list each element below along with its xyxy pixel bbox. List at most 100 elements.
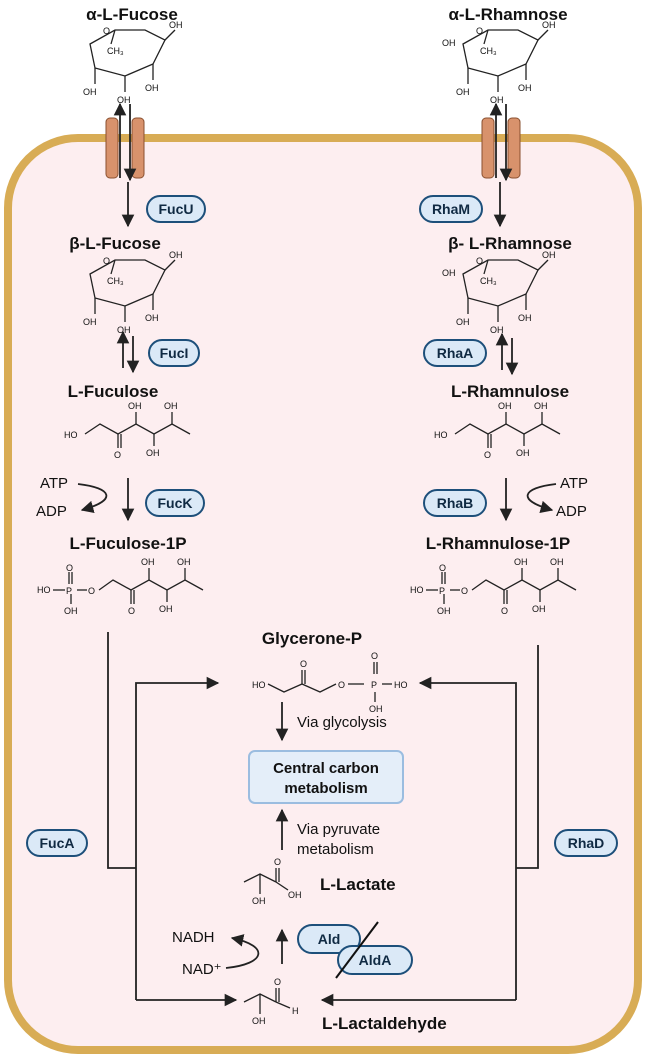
svg-text:O: O — [66, 563, 73, 573]
fuck-adp-label: ADP — [36, 503, 67, 520]
rhaa-enzyme: RhaA — [423, 339, 487, 367]
svg-text:OH: OH — [456, 87, 470, 97]
svg-text:OH: OH — [117, 325, 131, 335]
rhab-atp-label: ATP — [560, 475, 588, 492]
svg-text:OH: OH — [456, 317, 470, 327]
cell-membrane — [4, 134, 642, 1054]
fuci-enzyme: FucI — [148, 339, 200, 367]
svg-text:OH: OH — [83, 87, 97, 97]
svg-text:O: O — [274, 857, 281, 867]
rhad-to-glycerone-arrow — [418, 676, 517, 1000]
svg-text:OH: OH — [146, 448, 160, 458]
svg-text:FucK: FucK — [158, 495, 193, 511]
alda-enzyme: AldA — [337, 945, 413, 975]
svg-text:O: O — [103, 256, 110, 266]
svg-text:OH: OH — [169, 20, 183, 30]
svg-text:O: O — [88, 586, 95, 596]
svg-text:H: H — [292, 1006, 299, 1016]
svg-text:AldA: AldA — [359, 952, 392, 968]
svg-text:OH: OH — [490, 95, 504, 105]
l-fuculose-1p-label: L-Fuculose-1P — [69, 534, 186, 553]
svg-text:OH: OH — [252, 1016, 266, 1026]
l-rhamnulose-1p-structure: O HO P O OH O OH OH OH — [410, 557, 577, 616]
svg-text:HO: HO — [252, 680, 266, 690]
rhad-enzyme: RhaD — [554, 829, 618, 857]
svg-text:RhaB: RhaB — [437, 495, 474, 511]
svg-text:O: O — [476, 26, 483, 36]
svg-text:OH: OH — [64, 606, 78, 616]
svg-text:HO: HO — [64, 430, 78, 440]
svg-text:HO: HO — [410, 585, 424, 595]
svg-text:OH: OH — [514, 557, 528, 567]
svg-text:RhaD: RhaD — [568, 835, 605, 851]
svg-text:O: O — [501, 606, 508, 616]
fuca-enzyme: FucA — [26, 829, 88, 857]
rham-enzyme: RhaM — [419, 195, 483, 223]
nad-label: NAD⁺ — [182, 961, 222, 978]
svg-text:OH: OH — [177, 557, 191, 567]
svg-text:Central carbon: Central carbon — [273, 760, 379, 777]
svg-text:OH: OH — [534, 401, 548, 411]
l-rhamnulose-label: L-Rhamnulose — [451, 382, 569, 401]
beta-l-rhamnose-label: β- L-Rhamnose — [448, 234, 572, 253]
svg-text:OH: OH — [159, 604, 173, 614]
svg-text:OH: OH — [542, 20, 556, 30]
svg-text:OH: OH — [442, 268, 456, 278]
alpha-l-fucose-structure: O OH CH₃ OH OH OH — [83, 20, 183, 105]
svg-text:HO: HO — [394, 680, 408, 690]
glycerone-p-structure: HO O O O P HO OH — [252, 651, 408, 714]
svg-text:OH: OH — [532, 604, 546, 614]
svg-text:O: O — [484, 450, 491, 460]
fuca-to-glycerone-arrow — [135, 676, 220, 1000]
svg-text:O: O — [114, 450, 121, 460]
svg-text:OH: OH — [518, 313, 532, 323]
svg-text:RhaM: RhaM — [432, 201, 470, 217]
alpha-l-rhamnose-label: α-L-Rhamnose — [448, 5, 567, 24]
rhab-enzyme: RhaB — [423, 489, 487, 517]
svg-text:OH: OH — [145, 313, 159, 323]
svg-text:OH: OH — [252, 896, 266, 906]
fucose-transporter — [105, 117, 145, 179]
beta-l-rhamnose-structure: O OH OH CH₃ OH OH OH — [442, 250, 556, 335]
svg-text:O: O — [338, 680, 345, 690]
l-fuculose-label: L-Fuculose — [68, 382, 159, 401]
svg-text:OH: OH — [288, 890, 302, 900]
svg-text:O: O — [274, 977, 281, 987]
via-pyruvate-label-2: metabolism — [297, 841, 374, 858]
svg-text:HO: HO — [37, 585, 51, 595]
svg-text:CH₃: CH₃ — [480, 276, 497, 286]
l-lactate-label: L-Lactate — [320, 875, 396, 894]
svg-text:OH: OH — [145, 83, 159, 93]
svg-text:metabolism: metabolism — [284, 780, 367, 797]
central-carbon-metabolism-box: Central carbon metabolism — [248, 750, 404, 804]
svg-text:OH: OH — [516, 448, 530, 458]
beta-l-fucose-structure: O OH CH₃ OH OH OH — [83, 250, 183, 335]
svg-text:O: O — [476, 256, 483, 266]
rhamnose-transporter — [481, 117, 521, 179]
svg-text:O: O — [371, 651, 378, 661]
l-fuculose-1p-structure: O HO P O OH O OH OH OH — [37, 557, 204, 616]
l-lactaldehyde-structure: OH O H — [243, 977, 299, 1026]
alda-strikethrough — [335, 921, 379, 979]
svg-text:O: O — [103, 26, 110, 36]
svg-text:P: P — [439, 586, 445, 596]
svg-text:CH₃: CH₃ — [480, 46, 497, 56]
svg-text:FucU: FucU — [159, 201, 194, 217]
rhab-adp-label: ADP — [556, 503, 587, 520]
svg-text:FucA: FucA — [40, 835, 75, 851]
svg-text:FucI: FucI — [160, 345, 189, 361]
svg-text:CH₃: CH₃ — [107, 276, 124, 286]
svg-text:OH: OH — [442, 38, 456, 48]
svg-text:P: P — [371, 680, 377, 690]
rhab-atp-adp-arrow — [526, 483, 557, 514]
svg-text:OH: OH — [518, 83, 532, 93]
svg-text:OH: OH — [498, 401, 512, 411]
svg-text:OH: OH — [550, 557, 564, 567]
glycerone-p-label: Glycerone-P — [262, 629, 362, 648]
svg-text:Ald: Ald — [318, 931, 341, 947]
ald-enzyme: Ald — [297, 924, 361, 954]
svg-text:OH: OH — [490, 325, 504, 335]
rhad-split-line — [516, 645, 539, 869]
l-fuculose-structure: HO O OH OH OH — [64, 401, 191, 460]
